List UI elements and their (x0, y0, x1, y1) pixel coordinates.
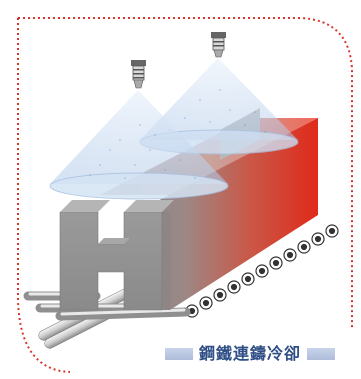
spray-nozzle-icon (131, 60, 146, 89)
spray-nozzle-icon (211, 32, 226, 58)
caption-bar: 鋼鐵連鑄冷卻 (165, 345, 335, 363)
spray-cone-left (49, 60, 229, 200)
caption: 鋼鐵連鑄冷卻 (192, 345, 307, 363)
dotted-frame (17, 17, 353, 373)
